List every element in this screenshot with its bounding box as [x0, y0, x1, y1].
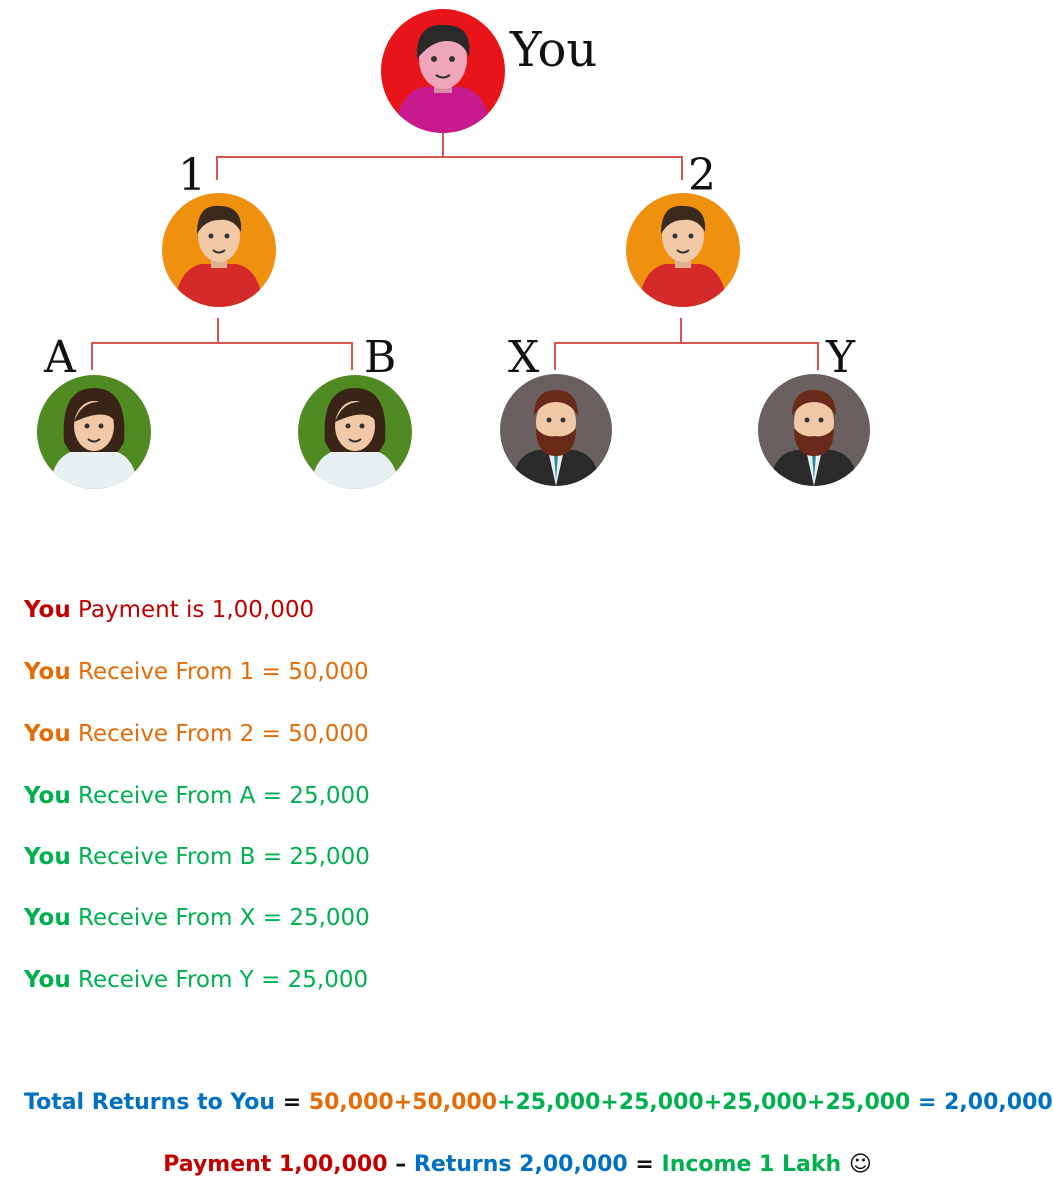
man-avatar-icon	[162, 193, 276, 307]
you-word: You	[24, 783, 71, 809]
node-label-a: A	[43, 332, 77, 383]
income-summary: Payment 1,00,000 – Returns 2,00,000 = In…	[0, 1152, 1035, 1177]
receive-line-2: You Receive From 2 = 50,000	[24, 720, 369, 748]
you-word: You	[24, 659, 71, 685]
total-part-orange: 50,000+50,000	[308, 1090, 498, 1115]
receive-line-1: You Receive From 1 = 50,000	[24, 658, 369, 686]
total-result: = 2,00,000	[910, 1090, 1053, 1115]
bearded-man-avatar-icon	[758, 374, 870, 486]
total-label: Total Returns to You	[24, 1090, 276, 1115]
you-word: You	[24, 844, 71, 870]
receive-line-a: You Receive From A = 25,000	[24, 782, 370, 810]
avatar-node-x	[500, 374, 612, 486]
node-label-2: 2	[688, 150, 716, 201]
summary-income: Income 1 Lakh	[661, 1152, 842, 1177]
root-label: You	[509, 22, 597, 78]
referral-tree-diagram: You 1 2 A B X Y	[37, 9, 870, 489]
node-label-1: 1	[178, 150, 206, 201]
you-word: You	[24, 905, 71, 931]
line-text: Payment is 1,00,000	[70, 597, 315, 623]
summary-payment: Payment 1,00,000	[163, 1152, 388, 1177]
avatar-node-a	[37, 375, 151, 489]
line-text: Receive From B = 25,000	[70, 844, 370, 870]
line-text: Receive From 2 = 50,000	[70, 721, 369, 747]
avatar-you	[381, 9, 505, 133]
node-label-y: Y	[825, 332, 856, 383]
you-word: You	[24, 967, 71, 993]
you-word: You	[24, 721, 71, 747]
equals-sign: =	[275, 1090, 309, 1115]
tree-connectors	[91, 130, 819, 370]
woman-avatar-icon	[298, 375, 412, 489]
receive-line-x: You Receive From X = 25,000	[24, 904, 370, 932]
line-text: Receive From Y = 25,000	[70, 967, 369, 993]
summary-equals: =	[627, 1152, 662, 1177]
node-label-b: B	[364, 332, 396, 383]
avatar-node-1	[162, 193, 276, 307]
receive-line-y: You Receive From Y = 25,000	[24, 966, 368, 994]
man-avatar-icon	[626, 193, 740, 307]
woman-avatar-icon	[37, 375, 151, 489]
node-label-x: X	[508, 332, 540, 383]
summary-dash: –	[387, 1152, 414, 1177]
payment-line: You Payment is 1,00,000	[24, 596, 314, 624]
line-text: Receive From 1 = 50,000	[70, 659, 369, 685]
person-avatar-icon	[381, 9, 505, 133]
bearded-man-avatar-icon	[500, 374, 612, 486]
avatar-node-2	[626, 193, 740, 307]
summary-returns: Returns 2,00,000	[413, 1152, 628, 1177]
line-text: Receive From A = 25,000	[70, 783, 370, 809]
avatar-node-b	[298, 375, 412, 489]
receive-line-b: You Receive From B = 25,000	[24, 843, 370, 871]
line-text: Receive From X = 25,000	[70, 905, 370, 931]
total-part-green: +25,000+25,000+25,000+25,000	[497, 1090, 911, 1115]
smiley-icon: ☺	[841, 1152, 872, 1177]
you-word: You	[24, 597, 71, 623]
avatar-node-y	[758, 374, 870, 486]
total-returns-line: Total Returns to You = 50,000+50,000+25,…	[24, 1090, 1053, 1115]
